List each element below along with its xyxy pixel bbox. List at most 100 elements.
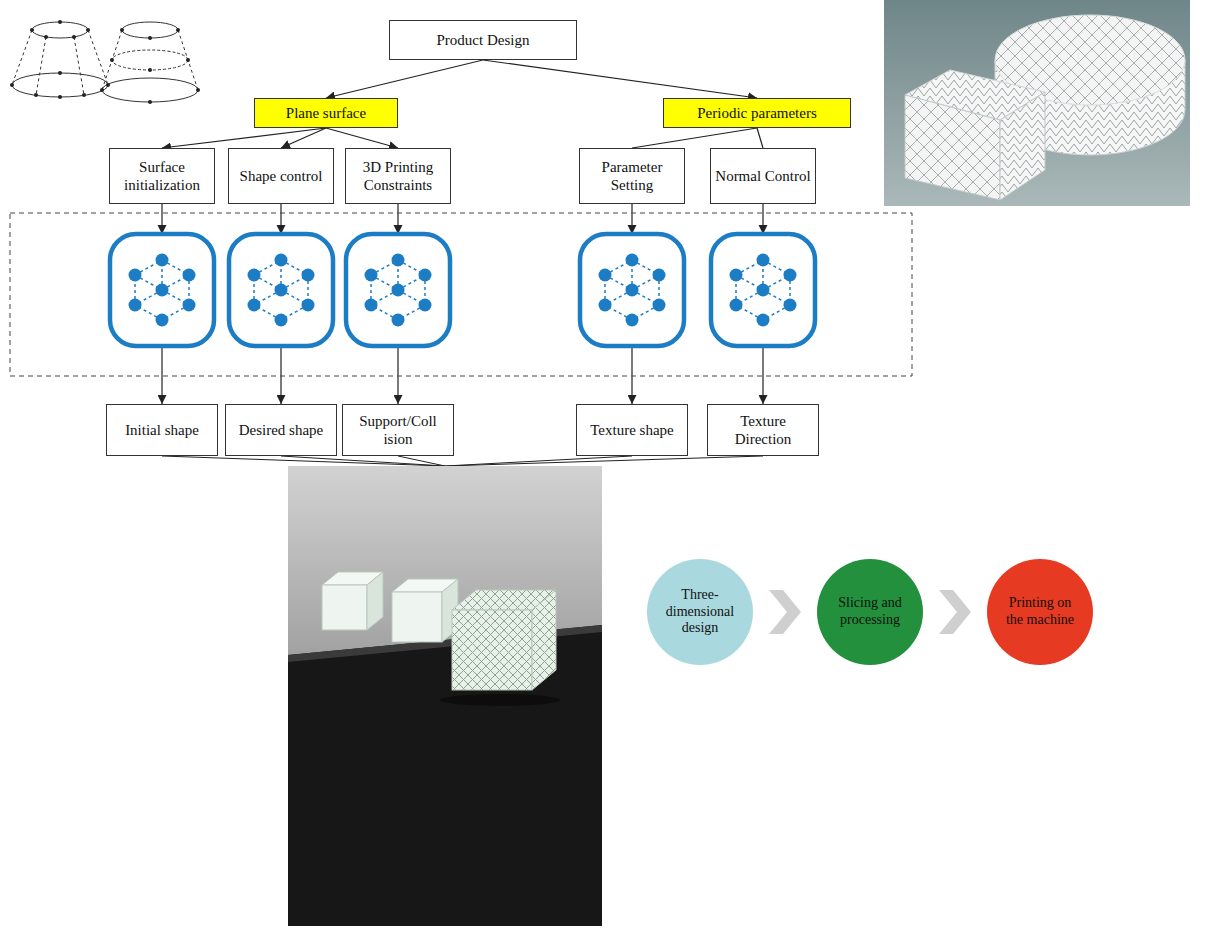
lattice-dot bbox=[392, 314, 405, 327]
text-holder: Desired shape bbox=[230, 421, 332, 439]
step-chevron bbox=[769, 590, 801, 634]
text-holder: Printing on the machine bbox=[999, 595, 1081, 629]
node-label: Three-dimensional design bbox=[659, 587, 741, 637]
text-holder: Surface initialization bbox=[114, 158, 210, 194]
leader-line bbox=[398, 456, 445, 466]
node-label: Texture Direction bbox=[712, 412, 814, 448]
lattice-icon bbox=[711, 225, 815, 346]
leader-line bbox=[281, 456, 445, 466]
lattice-icon bbox=[229, 225, 333, 346]
node-label: Plane surface bbox=[259, 104, 393, 122]
lattice-dot bbox=[392, 284, 405, 297]
text-holder: Initial shape bbox=[111, 421, 213, 439]
step-circle: Printing on the machine bbox=[987, 559, 1093, 665]
lattice-dot bbox=[365, 299, 378, 312]
lattice-dot bbox=[275, 254, 288, 267]
loft-sketch bbox=[12, 30, 108, 95]
icon-frame bbox=[711, 234, 815, 346]
lattice-dot bbox=[599, 269, 612, 282]
process-box: Normal Control bbox=[710, 148, 816, 204]
packing-photo bbox=[884, 0, 1190, 206]
process-box: Shape control bbox=[228, 148, 334, 204]
icon-frame bbox=[346, 234, 450, 346]
lattice-dot bbox=[730, 299, 743, 312]
connector-line bbox=[326, 128, 398, 148]
lattice-dot bbox=[599, 299, 612, 312]
loft-sketch bbox=[102, 30, 198, 90]
lattice-dot bbox=[365, 269, 378, 282]
loft-sketch bbox=[10, 83, 14, 87]
connector-line bbox=[757, 128, 763, 148]
loft-sketch bbox=[58, 20, 62, 24]
connector-line bbox=[483, 60, 757, 98]
loft-sketch bbox=[44, 35, 48, 39]
leader-line bbox=[162, 456, 763, 466]
text-holder: Plane surface bbox=[259, 104, 393, 122]
step-circle: Three-dimensional design bbox=[647, 559, 753, 665]
node-label: Shape control bbox=[233, 167, 329, 185]
lattice-dot bbox=[653, 269, 666, 282]
lattice-dot bbox=[626, 284, 639, 297]
loft-sketch bbox=[102, 78, 198, 102]
text-holder: Texture Direction bbox=[712, 412, 814, 448]
loft-sketch bbox=[86, 28, 90, 32]
node-label: Parameter Setting bbox=[584, 158, 680, 194]
text-holder: Normal Control bbox=[715, 167, 811, 185]
lattice-icon bbox=[346, 225, 450, 346]
lattice-dot bbox=[419, 269, 432, 282]
cube-photo bbox=[288, 466, 602, 926]
lattice-dot bbox=[129, 269, 142, 282]
step-circle: Slicing and processing bbox=[817, 559, 923, 665]
loft-sketch bbox=[58, 95, 62, 99]
text-holder: Texture shape bbox=[581, 421, 683, 439]
dashed-frame bbox=[10, 213, 912, 376]
lattice-dot bbox=[392, 254, 405, 267]
cube-photo bbox=[367, 572, 383, 630]
loft-sketch bbox=[58, 71, 62, 75]
process-box: Texture Direction bbox=[707, 404, 819, 456]
node-label: Slicing and processing bbox=[829, 595, 911, 629]
lattice-dot bbox=[784, 299, 797, 312]
loft-sketch bbox=[82, 93, 86, 97]
lattice-icon bbox=[580, 225, 684, 346]
process-box: Desired shape bbox=[225, 404, 337, 456]
cube-photo bbox=[322, 585, 367, 630]
lattice-dot bbox=[183, 269, 196, 282]
category-box: Plane surface bbox=[254, 98, 398, 128]
text-holder: Shape control bbox=[233, 167, 329, 185]
text-holder: 3D Printing Constraints bbox=[350, 158, 446, 194]
loft-sketch bbox=[186, 58, 190, 62]
loft-sketch bbox=[34, 93, 38, 97]
node-label: Printing on the machine bbox=[999, 595, 1081, 629]
loft-sketch bbox=[196, 88, 200, 92]
lattice-dot bbox=[302, 269, 315, 282]
lattice-icon bbox=[110, 225, 214, 346]
process-box: Initial shape bbox=[106, 404, 218, 456]
process-box: Product Design bbox=[389, 20, 577, 60]
node-label: Surface initialization bbox=[114, 158, 210, 194]
text-holder: Periodic parameters bbox=[668, 104, 846, 122]
lattice-dot bbox=[626, 254, 639, 267]
cube-photo bbox=[392, 592, 442, 642]
connector-line bbox=[632, 128, 757, 148]
lattice-dot bbox=[156, 314, 169, 327]
packing-photo bbox=[1000, 92, 1045, 200]
connector-line bbox=[326, 60, 483, 98]
process-box: Support/Coll ision bbox=[342, 404, 454, 456]
cube-photo bbox=[532, 590, 556, 690]
node-label: Texture shape bbox=[581, 421, 683, 439]
loft-sketch bbox=[122, 22, 178, 38]
lattice-dot bbox=[784, 269, 797, 282]
loft-sketch bbox=[176, 28, 180, 32]
packing-photo bbox=[884, 0, 1190, 206]
node-label: Product Design bbox=[394, 31, 572, 49]
icon-frame bbox=[580, 234, 684, 346]
node-label: Initial shape bbox=[111, 421, 213, 439]
lattice-dot bbox=[275, 284, 288, 297]
lattice-dot bbox=[757, 314, 770, 327]
process-box: 3D Printing Constraints bbox=[345, 148, 451, 204]
cube-photo bbox=[322, 572, 556, 690]
lattice-dot bbox=[129, 299, 142, 312]
icon-frame bbox=[229, 234, 333, 346]
loft-sketch bbox=[148, 68, 152, 72]
